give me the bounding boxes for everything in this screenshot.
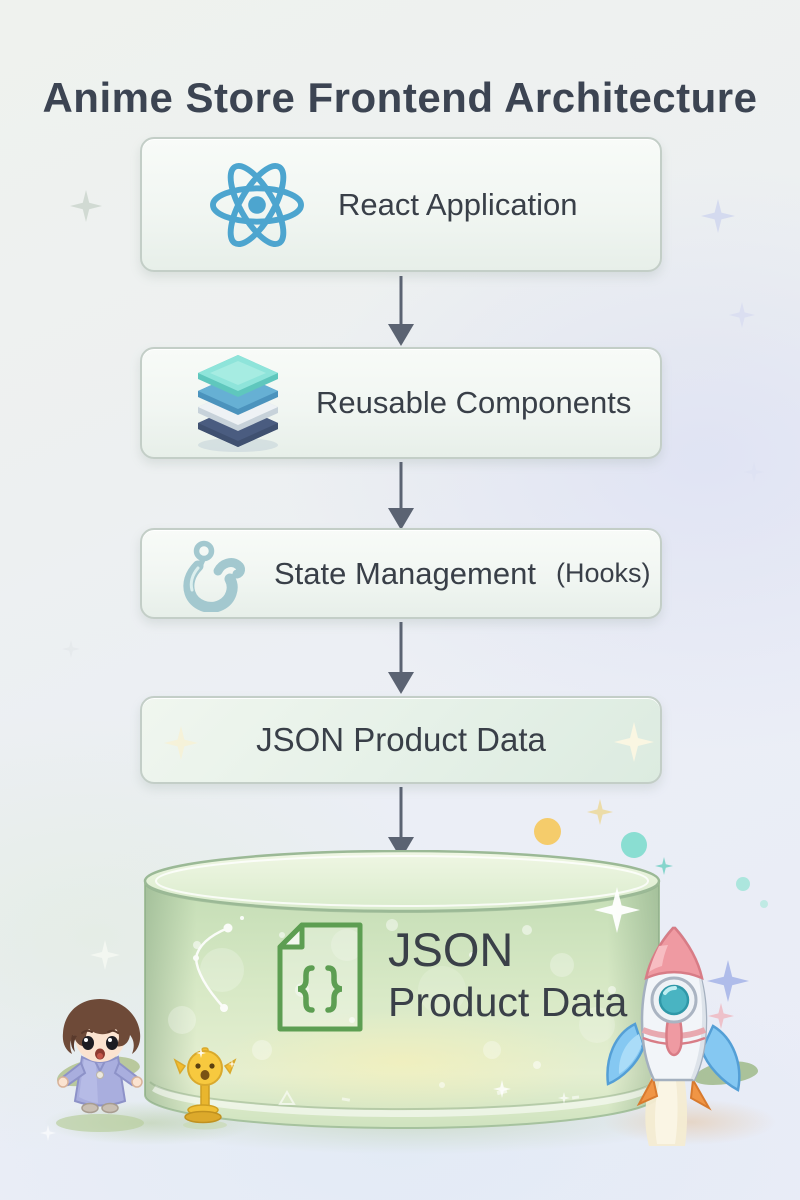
rocket-illustration (606, 926, 741, 1146)
sparkle-icon (228, 1060, 236, 1068)
bokeh-dot (621, 832, 647, 858)
sparkle-icon (744, 462, 764, 482)
chick-mascot-illustration (173, 1047, 237, 1130)
node-label: React Application (338, 186, 578, 222)
sparkle-icon (164, 726, 198, 760)
arrow-down-icon (388, 276, 414, 346)
sparkle-icon (614, 722, 654, 762)
arrow-down-icon (388, 787, 414, 859)
bokeh-dot (534, 818, 561, 845)
flow-node-reusable-components: Reusable Components (140, 347, 662, 459)
constellation-icon (193, 916, 244, 1012)
node-label: State Management (274, 555, 536, 591)
database-label-line2: Product Data (388, 978, 628, 1025)
database-label-line1: JSON (388, 923, 514, 976)
node-label-suffix: (Hooks) (555, 558, 651, 588)
flow-node-react-application: React Application (140, 137, 662, 272)
sparkle-icon (70, 190, 102, 222)
sparkle-icon (729, 302, 755, 328)
json-file-icon (277, 922, 363, 1032)
database-cylinder (143, 850, 661, 1129)
sparkle-icon (196, 1048, 206, 1058)
sparkle-icon (701, 199, 735, 233)
arrow-down-icon (388, 622, 414, 694)
sparkle-icon (587, 799, 613, 825)
react-icon (210, 162, 304, 247)
flow-node-json-product-data: JSON Product Data (140, 696, 662, 784)
flow-node-state-management: State Management (Hooks) (140, 528, 662, 619)
bokeh-dots (168, 919, 616, 1088)
bokeh-dot (736, 877, 750, 891)
arrow-down-icon (388, 462, 414, 530)
page-title: Anime Store Frontend Architecture (42, 74, 758, 122)
chibi-boy-illustration (56, 999, 144, 1132)
node-label: Reusable Components (316, 385, 632, 420)
bokeh-dot (760, 900, 768, 908)
hook-icon (183, 540, 245, 612)
triangle-doodle (278, 1090, 296, 1105)
database-label: JSON Product Data (388, 923, 628, 1027)
sparkle-icon (62, 640, 80, 658)
sparkle-icon (90, 940, 120, 970)
node-label: JSON Product Data (256, 721, 546, 758)
layers-icon (198, 355, 278, 452)
